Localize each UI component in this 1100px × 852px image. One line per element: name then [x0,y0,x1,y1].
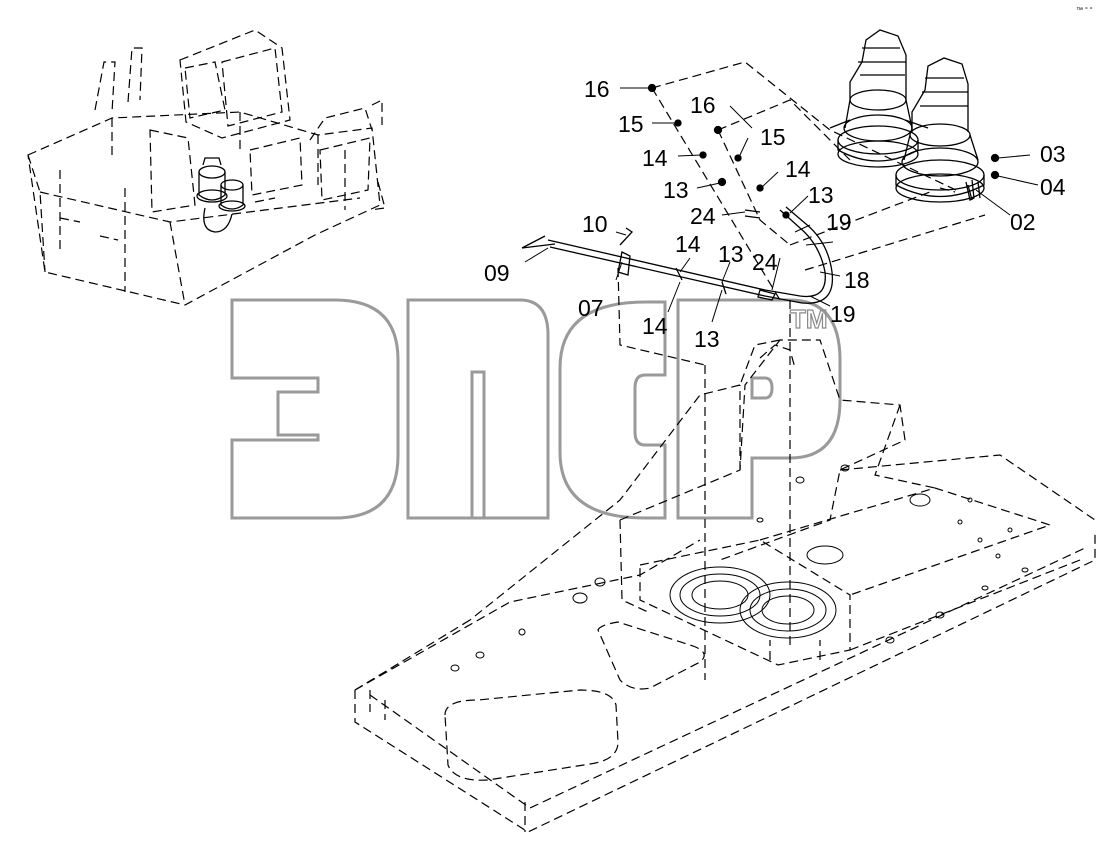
excavator-overview-illustration [27,29,386,306]
trademark-symbol: TM [790,304,828,334]
callout-24: 24 [752,249,778,275]
callout-13: 13 [694,326,720,352]
callout-19: 19 [830,301,856,327]
watermark-logo: TM [230,298,842,520]
callout-16: 16 [690,92,716,118]
callout-07: 07 [578,295,604,321]
callout-13: 13 [808,182,834,208]
callout-14: 14 [675,231,701,257]
callout-03: 03 [1040,141,1066,167]
callout-16: 16 [584,76,610,102]
callout-15: 15 [618,111,644,137]
callout-04: 04 [1040,174,1066,200]
callout-14: 14 [785,156,811,182]
upper-frame-illustration [354,339,1096,833]
corner-mark: ™ ° ° [1076,6,1093,14]
assembly-lines [617,61,986,680]
callout-13: 13 [663,177,689,203]
part-callouts: 16 15 14 13 16 15 14 13 24 19 10 14 09 1… [484,76,1066,352]
callout-15: 15 [760,124,786,150]
callout-13: 13 [718,241,744,267]
callout-02: 02 [1010,209,1036,235]
callout-14: 14 [642,313,668,339]
callout-18: 18 [844,267,870,293]
callout-24: 24 [690,203,716,229]
leader-lines [524,87,1039,323]
hose-assembly [521,83,1000,304]
swing-motors-illustration [829,29,985,203]
callout-10: 10 [582,211,608,237]
callout-14: 14 [642,145,668,171]
callout-19: 19 [826,209,852,235]
callout-09: 09 [484,260,510,286]
